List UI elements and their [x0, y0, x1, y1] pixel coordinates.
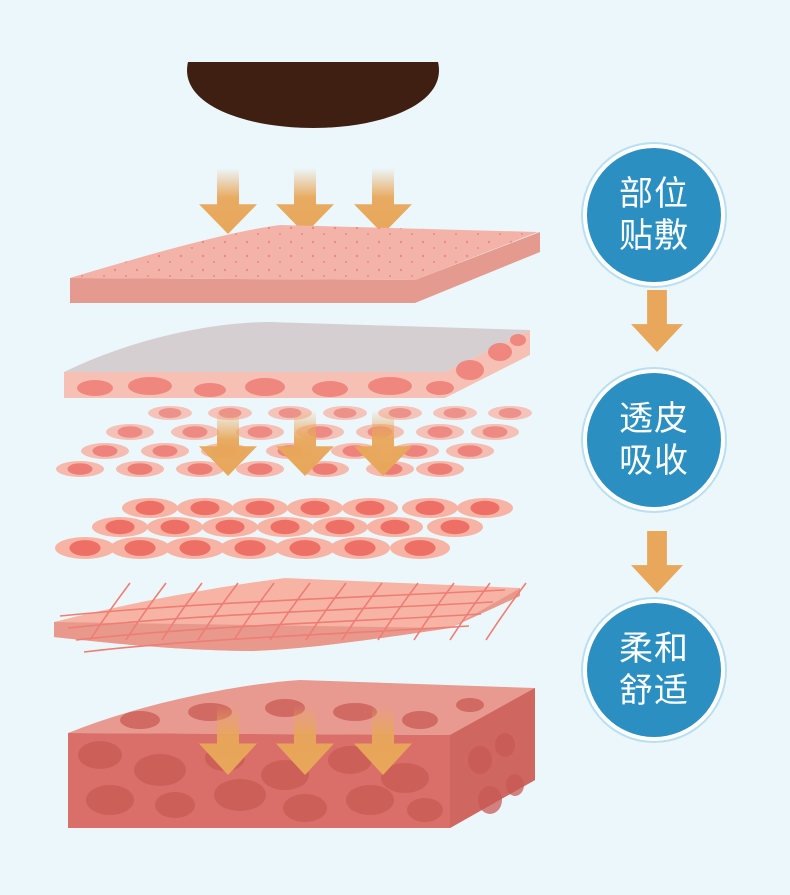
- step-apply: 部位 贴敷: [587, 148, 721, 282]
- step-apply-line1: 部位: [619, 173, 689, 215]
- cell: [275, 537, 335, 559]
- tissue-spot: [468, 746, 492, 774]
- membrane-cell: [456, 360, 484, 380]
- down-arrow-icon: [631, 531, 683, 593]
- cell: [141, 443, 189, 459]
- step-comfort-line1: 柔和: [619, 628, 689, 670]
- membrane-cell: [426, 381, 454, 395]
- tissue-spot: [333, 703, 377, 721]
- cell: [116, 461, 164, 477]
- cell: [177, 498, 233, 518]
- cell: [471, 424, 519, 440]
- cell: [110, 537, 170, 559]
- skin-layer-top: [70, 225, 540, 303]
- cell: [232, 498, 288, 518]
- cell: [147, 517, 203, 537]
- tissue-spot: [456, 698, 484, 712]
- cell: [122, 498, 178, 518]
- tissue-spot: [155, 792, 195, 818]
- cell: [433, 406, 477, 420]
- tissue-spot: [402, 711, 438, 729]
- tissue-spot: [346, 785, 394, 815]
- tissue-spot: [407, 798, 443, 822]
- cell: [220, 537, 280, 559]
- cell: [55, 537, 115, 559]
- arrows-top: [199, 168, 412, 234]
- step-comfort-line2: 舒适: [619, 670, 689, 712]
- cell-layer: [55, 406, 532, 559]
- cell: [416, 461, 464, 477]
- patch-disc: [187, 62, 439, 128]
- skin-layer-mesh: [54, 578, 526, 652]
- cell: [390, 537, 450, 559]
- down-arrow-icon: [199, 168, 257, 234]
- cell: [165, 537, 225, 559]
- tissue-spot: [495, 733, 515, 757]
- cell: [323, 406, 367, 420]
- cell: [416, 424, 464, 440]
- cell: [81, 443, 129, 459]
- membrane-cell: [510, 334, 526, 346]
- step-absorb: 透皮 吸收: [587, 373, 721, 507]
- tissue-spot: [506, 774, 524, 796]
- step-absorb-line2: 吸收: [619, 440, 689, 482]
- tissue-spot: [478, 786, 502, 814]
- tissue-spot: [134, 754, 186, 786]
- cell: [367, 517, 423, 537]
- cell: [457, 498, 513, 518]
- cell: [236, 424, 284, 440]
- membrane-cell: [368, 377, 412, 395]
- cell: [402, 498, 458, 518]
- cell: [257, 517, 313, 537]
- cell: [56, 461, 104, 477]
- skin-layer-membrane: [64, 322, 530, 398]
- cell: [427, 517, 483, 537]
- cell: [287, 498, 343, 518]
- cell: [446, 443, 494, 459]
- membrane-cell: [194, 383, 226, 397]
- arrows-middle: [199, 410, 412, 476]
- membrane-cell: [128, 377, 172, 395]
- down-arrow-icon: [631, 290, 683, 352]
- arrows-bottom: [199, 705, 412, 775]
- cell: [202, 517, 258, 537]
- tissue-spot: [214, 779, 266, 811]
- cell: [488, 406, 532, 420]
- cell: [106, 424, 154, 440]
- down-arrow-icon: [276, 168, 334, 234]
- tissue-spot: [78, 741, 122, 769]
- step-absorb-line1: 透皮: [619, 398, 689, 440]
- tissue-spot: [86, 785, 134, 815]
- down-arrow-icon: [354, 168, 412, 234]
- membrane-cell: [245, 378, 285, 396]
- cell: [92, 517, 148, 537]
- cell: [312, 517, 368, 537]
- membrane-cell: [312, 381, 348, 397]
- step-comfort: 柔和 舒适: [587, 603, 721, 737]
- cell: [236, 461, 284, 477]
- cell: [148, 406, 192, 420]
- cell: [171, 424, 219, 440]
- cell: [330, 537, 390, 559]
- cell: [342, 498, 398, 518]
- membrane-cell: [488, 343, 512, 361]
- tissue-spot: [120, 711, 160, 729]
- step-apply-line2: 贴敷: [619, 215, 689, 257]
- tissue-spot: [283, 794, 327, 822]
- membrane-cell: [77, 380, 113, 396]
